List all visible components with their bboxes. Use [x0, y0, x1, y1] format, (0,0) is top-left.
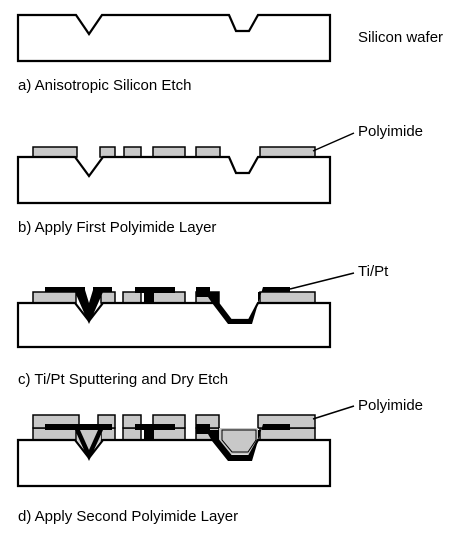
polyimide-block	[259, 146, 316, 158]
silicon-wafer-b	[16, 155, 332, 205]
ti-pt-label: Ti/Pt	[358, 263, 389, 280]
silicon-wafer-label: Silicon wafer	[358, 29, 444, 46]
polyimide-block	[100, 291, 116, 304]
polyimide-label-b: Polyimide	[358, 123, 424, 140]
polyimide-trench-fill-left-top	[80, 430, 98, 450]
step-a-wafer	[16, 13, 332, 63]
polyimide-block	[122, 291, 142, 304]
polyimide-block	[152, 291, 186, 304]
ti-pt-metal-center	[135, 424, 175, 440]
step-d-stack	[16, 405, 355, 488]
step-b-caption: b) Apply First Polyimide Layer	[18, 219, 217, 236]
polyimide-block	[195, 146, 221, 158]
polyimide-block	[259, 291, 316, 304]
polyimide-block	[152, 146, 186, 158]
ti-pt-metal-left	[45, 287, 112, 324]
polyimide-block	[32, 146, 78, 158]
step-b-stack	[16, 132, 355, 205]
silicon-wafer-c	[16, 301, 332, 349]
ti-pt-metal-right	[196, 424, 290, 461]
polyimide-block	[32, 291, 77, 304]
step-c-stack	[16, 272, 355, 349]
polyimide-label-d: Polyimide	[358, 397, 424, 414]
step-a-caption: a) Anisotropic Silicon Etch	[18, 77, 192, 94]
ti-pt-metal-center	[135, 287, 175, 303]
step-c-caption: c) Ti/Pt Sputtering and Dry Etch	[18, 371, 229, 388]
ti-pt-metal-right	[196, 287, 290, 324]
polyimide-block	[99, 146, 116, 158]
leader-line-ti-pt	[289, 272, 355, 290]
silicon-wafer-a	[16, 13, 332, 63]
polyimide-trench-fill-right-top	[221, 429, 257, 453]
leader-line-polyimide-d	[312, 405, 355, 420]
silicon-wafer-d	[16, 438, 332, 488]
polyimide-block	[123, 146, 142, 158]
leader-line-polyimide-b	[312, 132, 355, 152]
step-d-caption: d) Apply Second Polyimide Layer	[18, 508, 239, 525]
